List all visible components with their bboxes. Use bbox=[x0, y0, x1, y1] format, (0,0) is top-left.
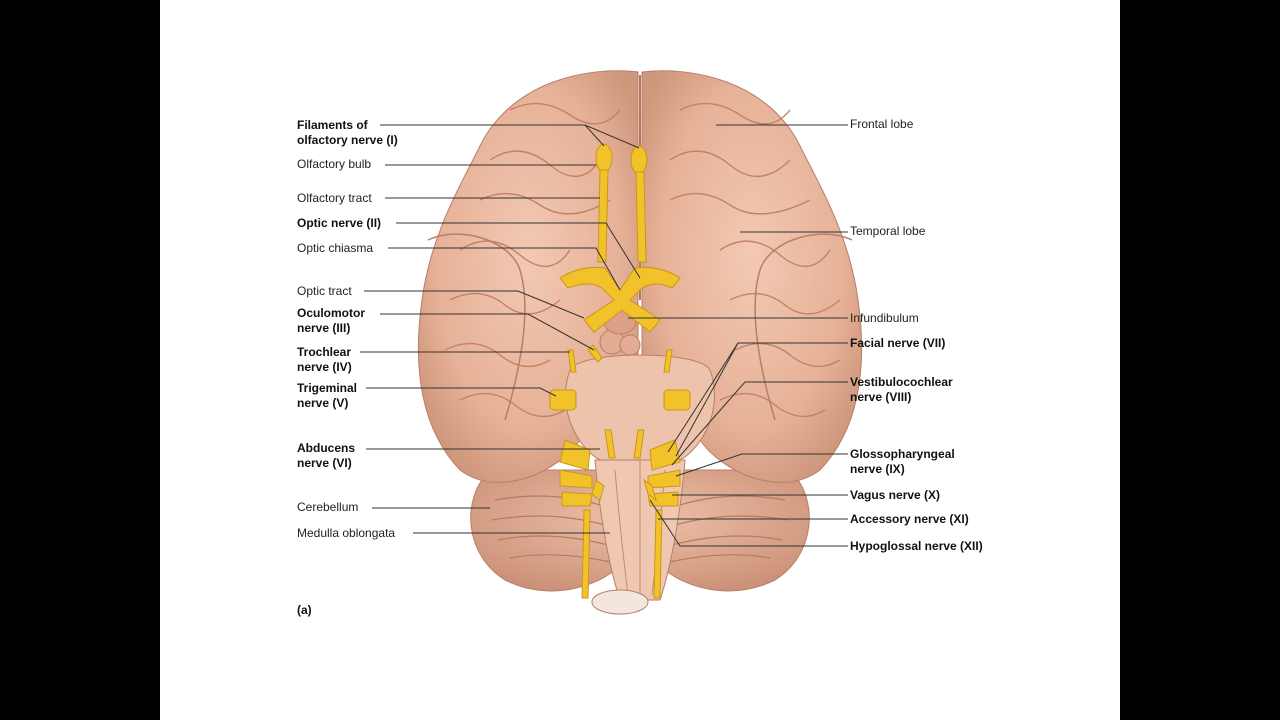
label-frontal-lobe: Frontal lobe bbox=[850, 117, 914, 131]
panel-tag: (a) bbox=[297, 603, 312, 617]
label-hypoglossal-nerve: Hypoglossal nerve (XII) bbox=[850, 539, 983, 553]
label-optic-chiasma: Optic chiasma bbox=[297, 241, 374, 255]
label-temporal-lobe: Temporal lobe bbox=[850, 224, 926, 238]
label-optic-nerve: Optic nerve (II) bbox=[297, 216, 382, 230]
label-vagus-nerve: Vagus nerve (X) bbox=[850, 488, 941, 502]
label-facial-nerve: Facial nerve (VII) bbox=[850, 336, 946, 350]
label-olfactory-bulb: Olfactory bulb bbox=[297, 157, 372, 171]
label-infundibulum: Infundibulum bbox=[850, 311, 919, 325]
label-medulla-oblongata: Medulla oblongata bbox=[297, 526, 396, 540]
label-cerebellum: Cerebellum bbox=[297, 500, 359, 514]
label-olfactory-tract: Olfactory tract bbox=[297, 191, 372, 205]
cranial-nerves-shape bbox=[549, 143, 691, 599]
label-optic-tract: Optic tract bbox=[297, 284, 352, 298]
brain-illustration bbox=[360, 70, 863, 615]
leader-lines bbox=[360, 124, 848, 547]
label-accessory-nerve: Accessory nerve (XI) bbox=[850, 512, 969, 526]
